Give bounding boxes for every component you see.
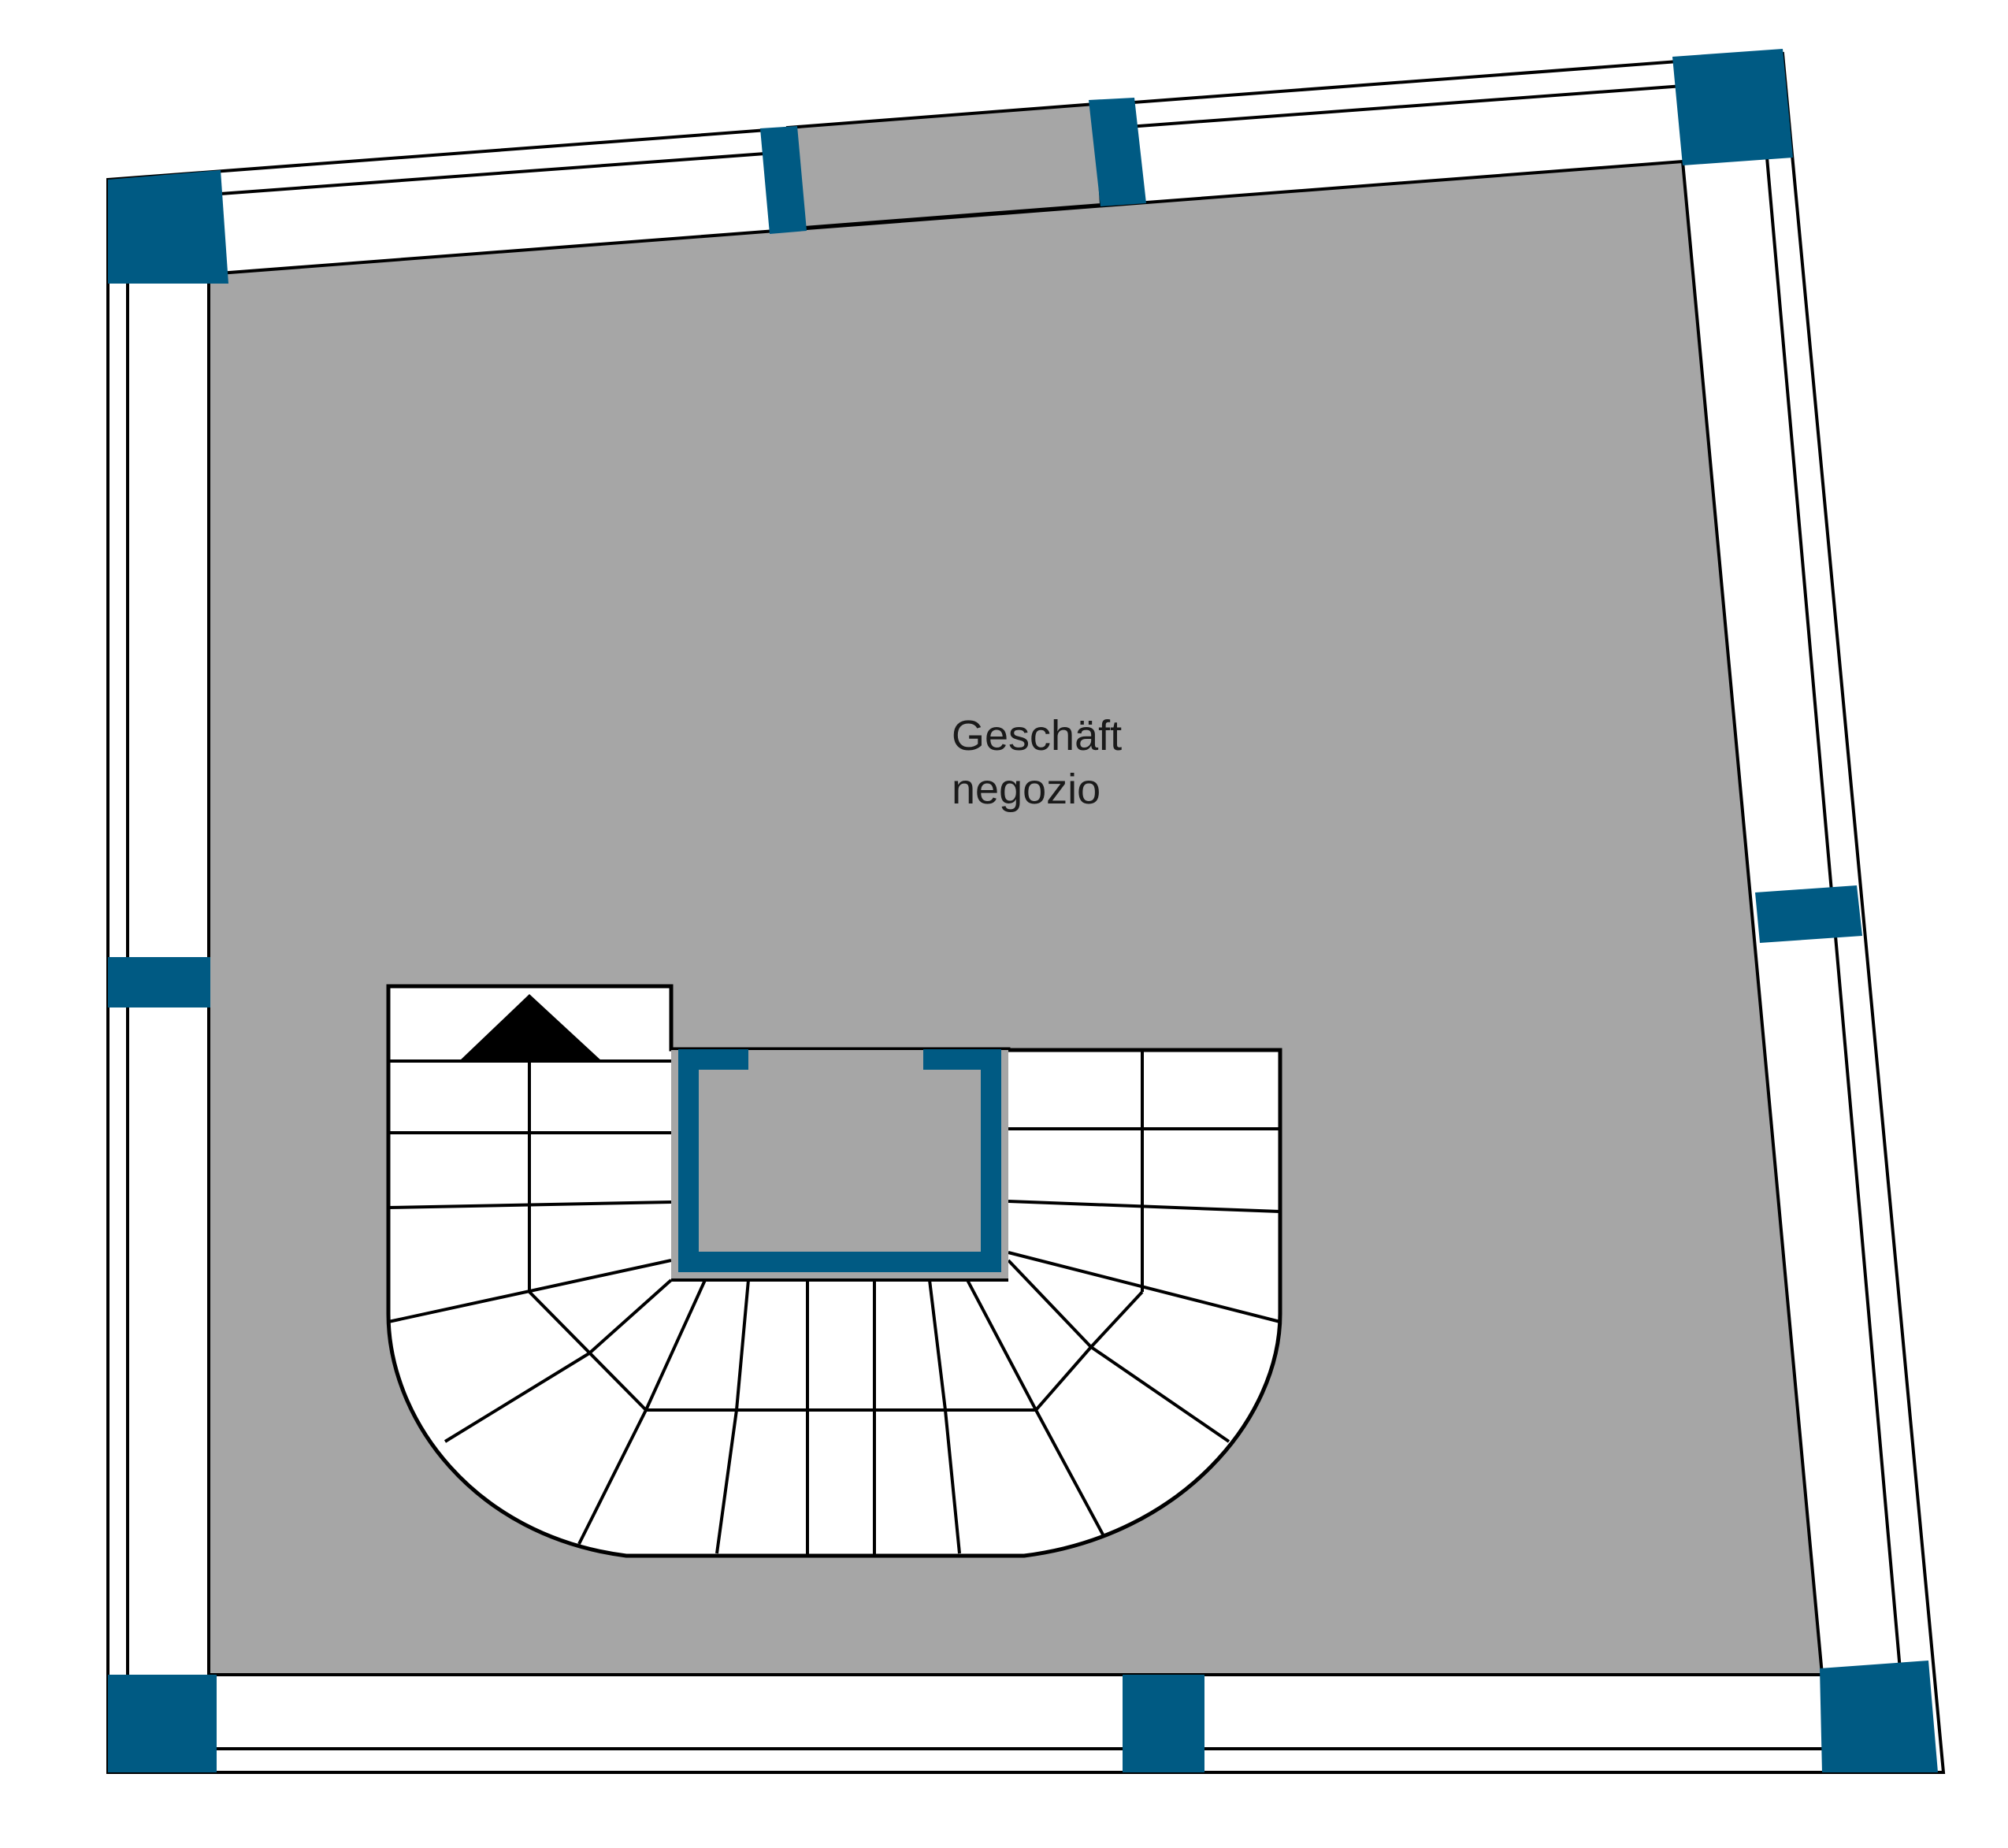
column-top-left — [108, 170, 228, 284]
stairwell-opening — [671, 1050, 1008, 1280]
room-name-german: Geschäft — [952, 712, 1123, 759]
column-bottom-mid — [1123, 1675, 1204, 1772]
column-left-mid — [108, 957, 210, 1007]
entrance-niche — [785, 102, 1104, 231]
staircase — [386, 984, 1282, 1558]
columns — [108, 49, 1938, 1772]
column-bottom-right — [1820, 1661, 1938, 1772]
column-top-right — [1672, 49, 1793, 165]
column-top-door-right — [1089, 98, 1146, 206]
room-label: Geschäft negozio — [952, 709, 1122, 816]
column-top-door-left — [760, 126, 807, 234]
stair-direction-arrow — [459, 994, 602, 1061]
column-bottom-left — [108, 1675, 217, 1772]
room-name-italian: negozio — [952, 766, 1101, 813]
stair-railing — [678, 1049, 1001, 1272]
column-right-mid — [1755, 885, 1862, 943]
